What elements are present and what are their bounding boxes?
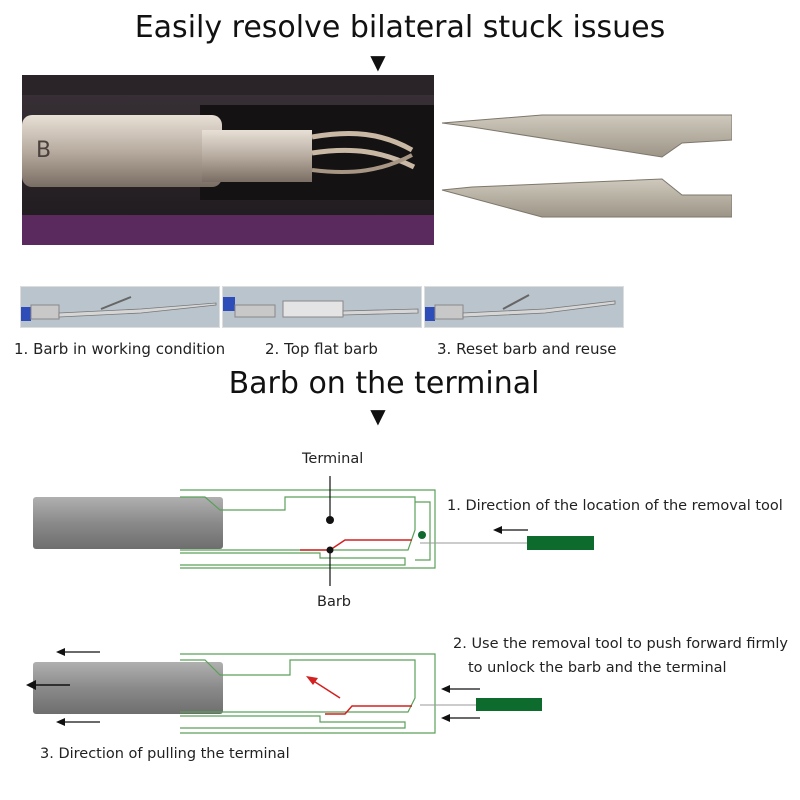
connector-closeup-photo: B	[22, 75, 732, 245]
step3-label: 3. Direction of pulling the terminal	[40, 746, 290, 762]
terminal-photo-flat	[222, 286, 422, 328]
housing-outline	[180, 653, 436, 734]
arrow-left-icon	[441, 714, 450, 722]
tool-position-dot	[418, 531, 426, 539]
mid-heading: Barb on the terminal	[228, 366, 540, 401]
step2-line2: to unlock the barb and the terminal	[468, 660, 727, 676]
terminal-body	[33, 662, 223, 714]
caption-flat: 2. Top flat barb	[265, 340, 378, 358]
top-heading: Easily resolve bilateral stuck issues	[134, 10, 666, 45]
terminal-photo-working	[20, 286, 220, 328]
barb-line	[300, 539, 412, 551]
arrow-left-icon	[56, 648, 65, 656]
red-arrow-icon	[306, 676, 318, 685]
barb-label: Barb	[317, 594, 351, 610]
terminal-label: Terminal	[302, 451, 364, 467]
barb-line	[325, 705, 412, 715]
svg-text:B: B	[36, 138, 51, 163]
arrow-left-icon	[493, 526, 502, 534]
down-arrow-icon: ▼	[370, 50, 386, 74]
arrow-left-icon	[56, 718, 65, 726]
down-arrow-icon: ▼	[370, 404, 386, 428]
terminal-photo-reset	[424, 286, 624, 328]
removal-tool	[476, 698, 542, 711]
removal-tool	[527, 536, 594, 550]
arrow-left-icon	[441, 685, 450, 693]
diagram-unlock-and-pull	[26, 648, 542, 734]
caption-working: 1. Barb in working condition	[14, 340, 226, 358]
step1-label: 1. Direction of the location of the remo…	[447, 498, 783, 514]
housing-outline	[180, 489, 436, 569]
step2-line1: 2. Use the removal tool to push forward …	[453, 636, 788, 652]
terminal-body	[33, 497, 223, 549]
arrow-left-icon	[26, 680, 36, 690]
caption-reset: 3. Reset barb and reuse	[437, 340, 617, 358]
terminal-dot	[326, 516, 334, 524]
diagram-tool-position	[33, 476, 594, 586]
